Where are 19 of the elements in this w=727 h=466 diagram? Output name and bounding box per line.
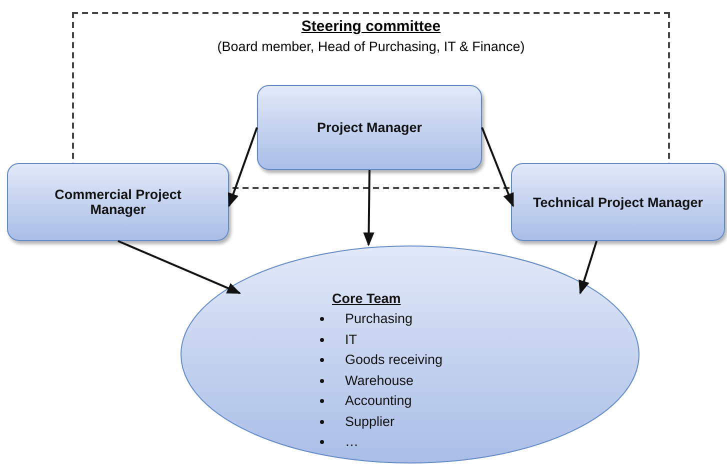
- arrow: [481, 127, 514, 208]
- arrow: [578, 240, 598, 295]
- team-member-item: IT: [345, 332, 357, 346]
- team-member-item: Purchasing: [345, 311, 413, 326]
- role-box: Commercial Project Manager: [7, 163, 229, 241]
- role-box: Technical Project Manager: [511, 163, 725, 241]
- team-ellipse: [180, 245, 640, 464]
- team-member-item: Accounting: [345, 393, 412, 408]
- arrow: [118, 240, 242, 294]
- team-heading: Core Team: [332, 291, 401, 306]
- team-member-item: Supplier: [345, 414, 395, 428]
- group-members: (Board member, Head of Purchasing, IT & Finance): [217, 39, 525, 54]
- group-heading: Steering committee: [301, 18, 441, 35]
- arrow: [228, 127, 258, 208]
- team-member-item: Goods receiving: [345, 352, 443, 367]
- arrow: [363, 170, 374, 246]
- team-member-item: …: [345, 434, 358, 449]
- role-box: Project Manager: [257, 85, 482, 170]
- team-member-item: Warehouse: [345, 372, 414, 388]
